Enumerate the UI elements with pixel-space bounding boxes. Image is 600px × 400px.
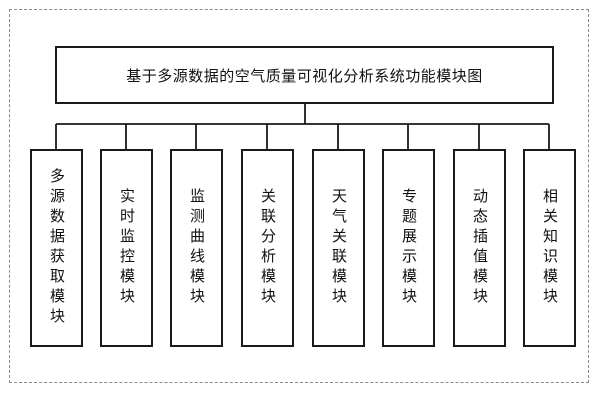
module-node-correlation-analysis: 关联分析模块 bbox=[241, 149, 294, 347]
module-node-multisource-data: 多源数据获取模块 bbox=[30, 149, 83, 347]
module-node-related-knowledge: 相关知识模块 bbox=[523, 149, 576, 347]
root-node-label: 基于多源数据的空气质量可视化分析系统功能模块图 bbox=[126, 66, 483, 85]
module-node-label: 监测曲线模块 bbox=[188, 188, 206, 308]
module-node-label: 相关知识模块 bbox=[541, 188, 559, 308]
module-node-label: 实时监控模块 bbox=[118, 188, 136, 308]
module-node-monitoring-curve: 监测曲线模块 bbox=[170, 149, 223, 347]
module-node-label: 动态插值模块 bbox=[471, 188, 489, 308]
diagram-frame bbox=[9, 9, 589, 383]
module-node-label: 多源数据获取模块 bbox=[48, 168, 66, 328]
module-node-label: 专题展示模块 bbox=[400, 188, 418, 308]
module-node-label: 天气关联模块 bbox=[330, 188, 348, 308]
module-node-label: 关联分析模块 bbox=[259, 188, 277, 308]
module-node-dynamic-interpolation: 动态插值模块 bbox=[453, 149, 506, 347]
module-node-thematic-display: 专题展示模块 bbox=[382, 149, 435, 347]
module-node-realtime-monitoring: 实时监控模块 bbox=[100, 149, 153, 347]
module-node-weather-correlation: 天气关联模块 bbox=[312, 149, 365, 347]
root-node: 基于多源数据的空气质量可视化分析系统功能模块图 bbox=[55, 46, 554, 104]
